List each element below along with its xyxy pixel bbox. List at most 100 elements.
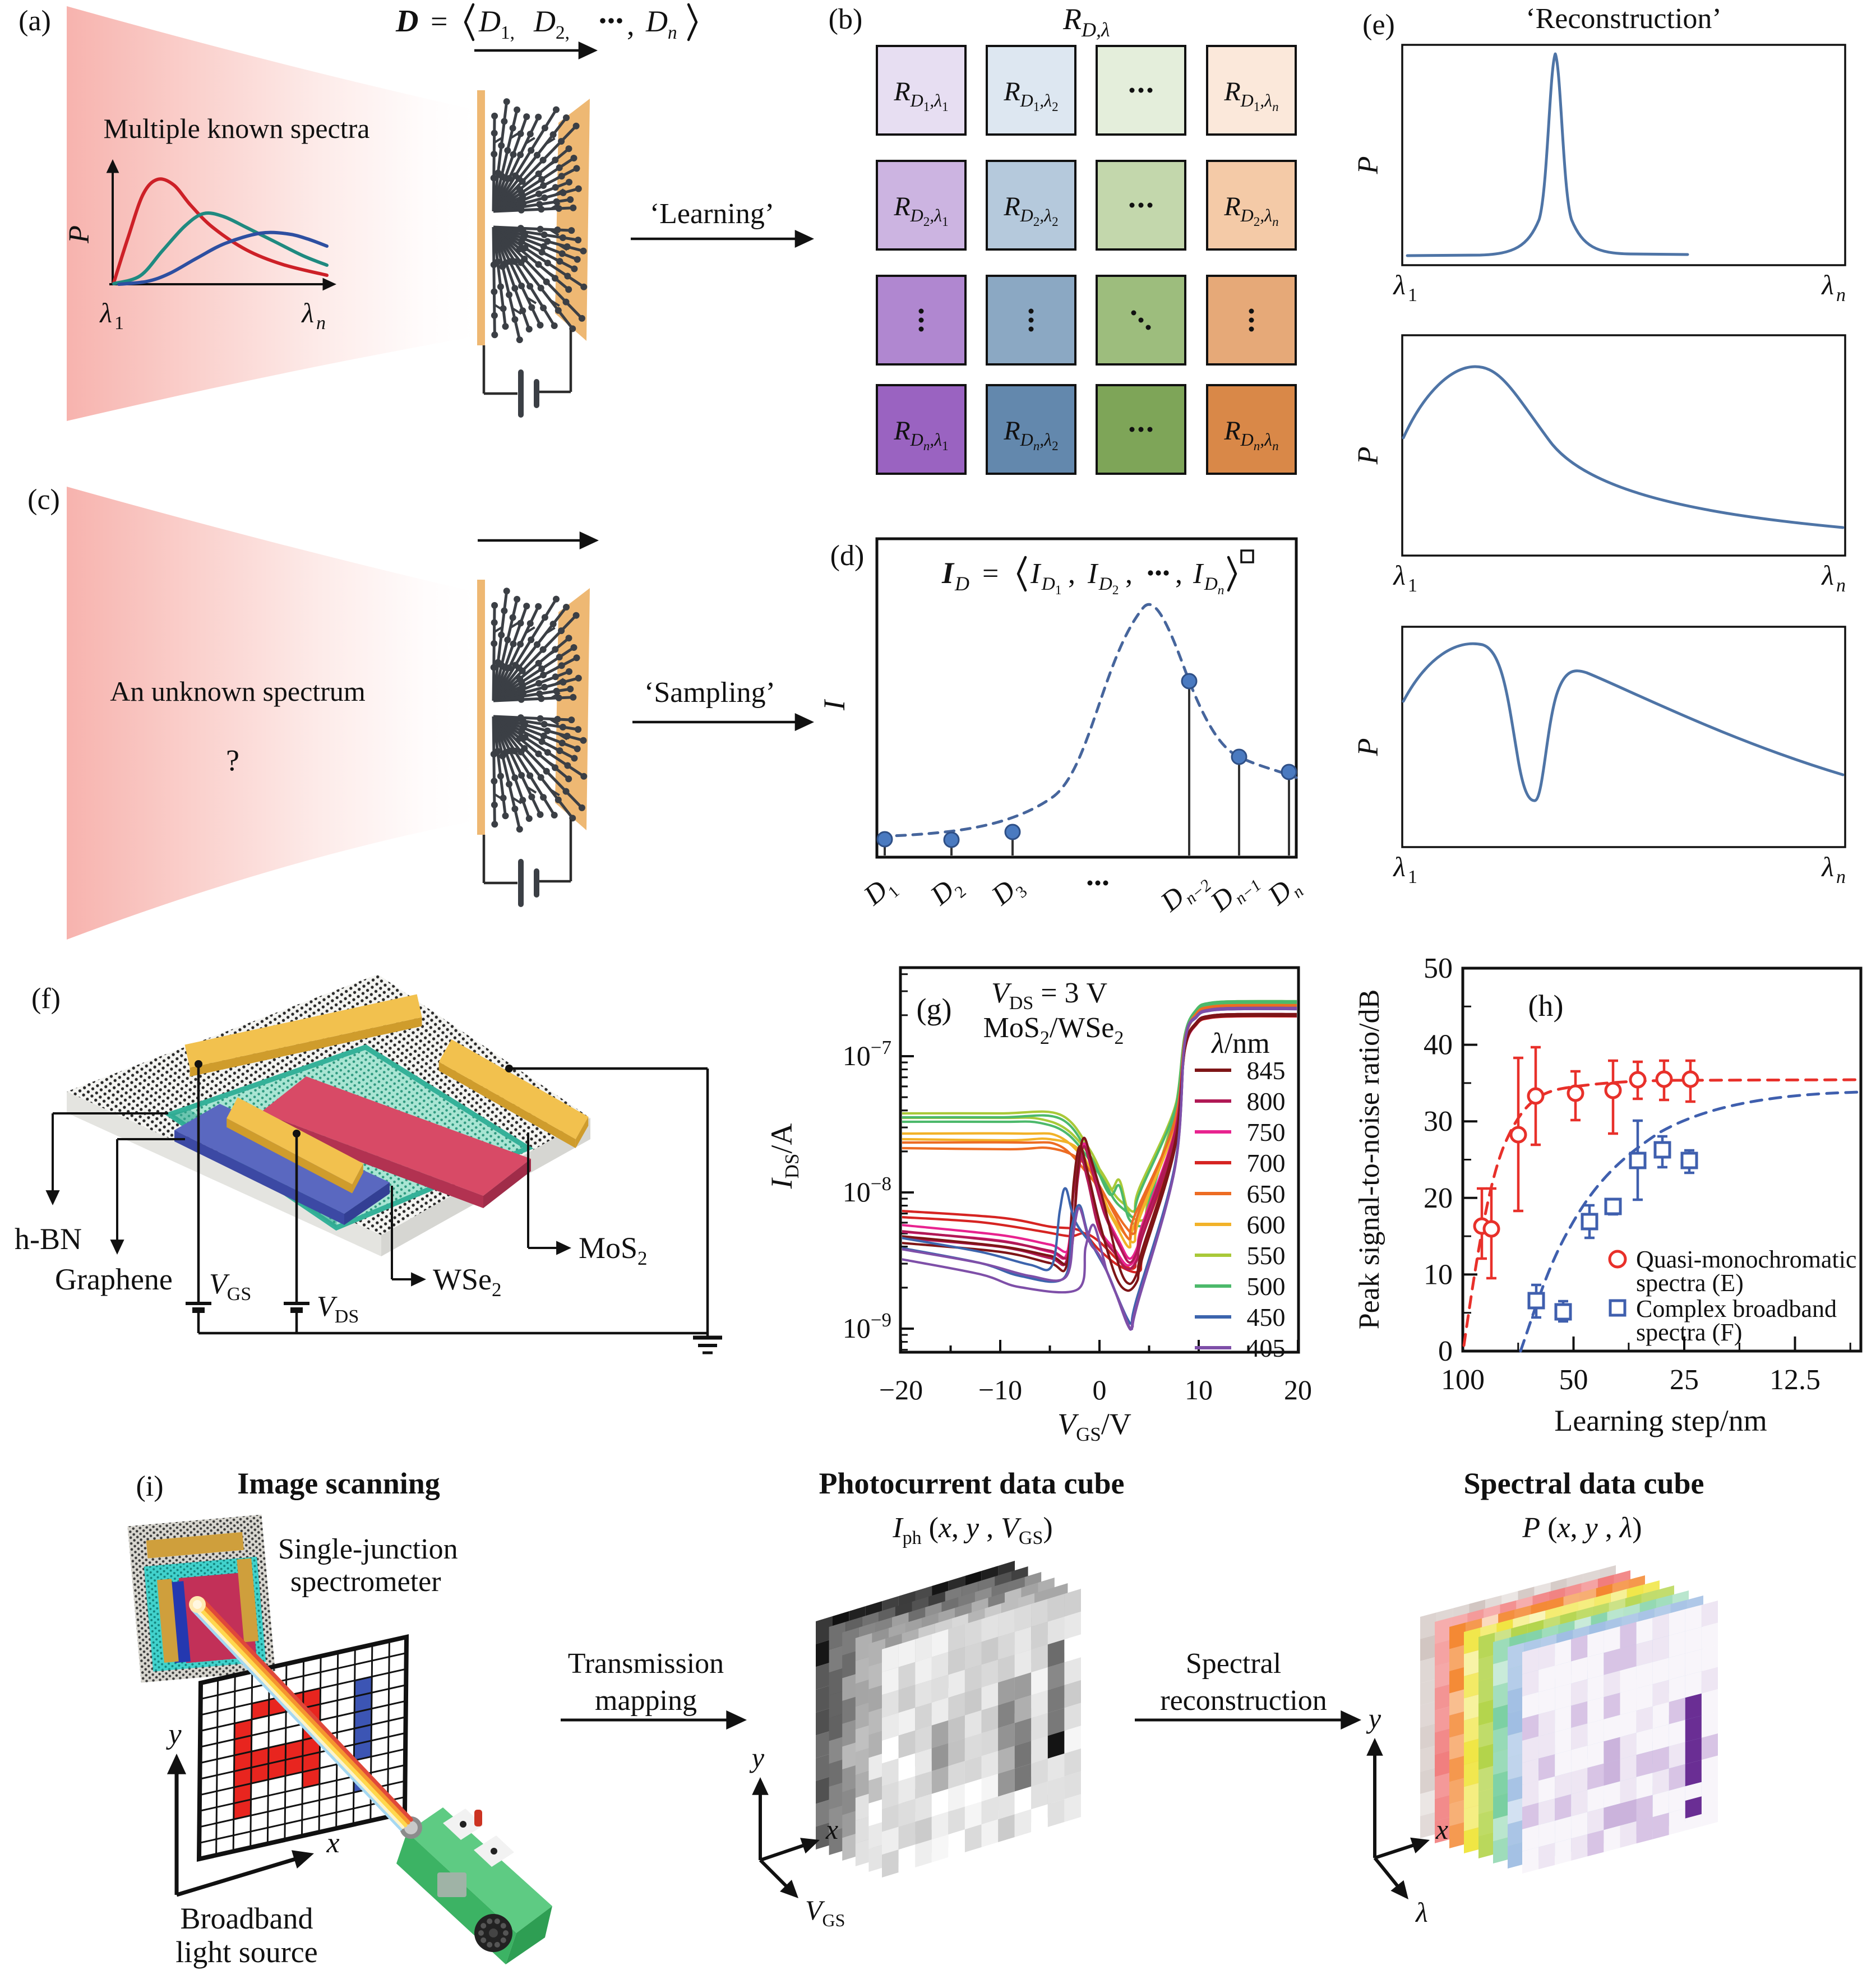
svg-text:Graphene: Graphene bbox=[55, 1263, 173, 1296]
svg-text:λ: λ bbox=[1820, 269, 1834, 300]
svg-text:50: 50 bbox=[1424, 952, 1453, 984]
svg-text:40: 40 bbox=[1424, 1029, 1453, 1061]
svg-text:VGS: VGS bbox=[209, 1268, 251, 1305]
svg-text:0: 0 bbox=[1093, 1374, 1107, 1405]
svg-text:Quasi-monochromatic: Quasi-monochromatic bbox=[1636, 1246, 1856, 1273]
svg-text:D: D bbox=[533, 4, 556, 38]
svg-text:D: D bbox=[395, 4, 418, 39]
svg-text:light source: light source bbox=[175, 1935, 317, 1969]
svg-text:20: 20 bbox=[1424, 1182, 1453, 1214]
svg-text:(g): (g) bbox=[917, 992, 952, 1026]
svg-text:10−7: 10−7 bbox=[843, 1037, 891, 1071]
svg-text:(e): (e) bbox=[1362, 9, 1395, 41]
svg-text:100: 100 bbox=[1441, 1364, 1485, 1396]
svg-text:λ: λ bbox=[301, 297, 314, 329]
svg-text:n: n bbox=[1836, 285, 1846, 306]
svg-text:P: P bbox=[1352, 156, 1384, 175]
svg-text:(d): (d) bbox=[830, 540, 865, 572]
svg-text:y: y bbox=[165, 1718, 182, 1750]
svg-text:reconstruction: reconstruction bbox=[1160, 1685, 1327, 1717]
svg-text:1: 1 bbox=[114, 313, 124, 334]
svg-text:spectra (E): spectra (E) bbox=[1636, 1269, 1744, 1297]
svg-text:D: D bbox=[478, 4, 501, 38]
svg-text:,: , bbox=[1175, 558, 1182, 590]
svg-text:λ: λ bbox=[1392, 269, 1406, 300]
svg-text:20: 20 bbox=[1284, 1374, 1312, 1405]
svg-text:n: n bbox=[1836, 867, 1846, 887]
svg-text:=: = bbox=[982, 558, 999, 590]
svg-text:λ: λ bbox=[99, 297, 112, 329]
svg-text:1: 1 bbox=[1408, 867, 1417, 887]
svg-text:‘Reconstruction’: ‘Reconstruction’ bbox=[1526, 3, 1721, 35]
svg-text:Broadband: Broadband bbox=[181, 1902, 313, 1935]
svg-text:2,: 2, bbox=[556, 22, 570, 43]
svg-text:λ/nm: λ/nm bbox=[1210, 1028, 1269, 1060]
svg-text:2: 2 bbox=[1112, 583, 1119, 598]
svg-text:550: 550 bbox=[1247, 1241, 1286, 1270]
svg-text:Iph (x, y , VGS): Iph (x, y , VGS) bbox=[892, 1512, 1052, 1548]
svg-text:−20: −20 bbox=[879, 1374, 923, 1405]
svg-text:λ: λ bbox=[1415, 1897, 1428, 1928]
svg-text:,: , bbox=[1068, 558, 1075, 590]
svg-text:1: 1 bbox=[1055, 583, 1062, 598]
svg-text:‘Sampling’: ‘Sampling’ bbox=[644, 677, 775, 709]
svg-text:0: 0 bbox=[1438, 1335, 1453, 1367]
svg-text:(f): (f) bbox=[31, 983, 61, 1015]
svg-text:750: 750 bbox=[1247, 1118, 1286, 1146]
svg-text:12.5: 12.5 bbox=[1769, 1364, 1820, 1396]
svg-text:MoS2/WSe2: MoS2/WSe2 bbox=[983, 1012, 1124, 1048]
svg-text:λ: λ bbox=[1392, 851, 1406, 882]
svg-text:I: I bbox=[1030, 558, 1042, 590]
svg-text:P: P bbox=[1352, 738, 1384, 757]
svg-text:Multiple known spectra: Multiple known spectra bbox=[104, 113, 370, 144]
svg-text:1,: 1, bbox=[501, 22, 515, 43]
svg-text:?: ? bbox=[226, 743, 239, 777]
svg-text:Spectral data cube: Spectral data cube bbox=[1464, 1467, 1704, 1500]
svg-text:700: 700 bbox=[1247, 1149, 1286, 1177]
svg-text:VGS: VGS bbox=[805, 1894, 845, 1930]
svg-text:I: I bbox=[817, 699, 851, 711]
svg-text:VDS = 3 V: VDS = 3 V bbox=[991, 977, 1107, 1014]
svg-text:−10: −10 bbox=[978, 1374, 1022, 1405]
svg-text:(i): (i) bbox=[136, 1470, 163, 1502]
svg-text:(a): (a) bbox=[19, 5, 51, 37]
svg-text:n: n bbox=[1218, 583, 1225, 598]
svg-text:25: 25 bbox=[1670, 1364, 1699, 1396]
svg-text:y: y bbox=[749, 1742, 765, 1773]
svg-text:VGS/V: VGS/V bbox=[1057, 1407, 1131, 1445]
svg-text:10: 10 bbox=[1185, 1374, 1213, 1405]
svg-text:D: D bbox=[954, 572, 969, 595]
svg-text:(h): (h) bbox=[1528, 989, 1564, 1023]
svg-text:I: I bbox=[1193, 558, 1204, 590]
svg-text:WSe2: WSe2 bbox=[433, 1263, 501, 1301]
svg-text:P: P bbox=[63, 225, 95, 244]
svg-text:Single-junction: Single-junction bbox=[278, 1533, 458, 1565]
svg-text:450: 450 bbox=[1247, 1303, 1286, 1331]
svg-text:1: 1 bbox=[1408, 575, 1417, 596]
svg-text:500: 500 bbox=[1247, 1272, 1286, 1301]
svg-text:x: x bbox=[1435, 1814, 1448, 1845]
svg-text:spectrometer: spectrometer bbox=[290, 1566, 441, 1598]
svg-text:x: x bbox=[326, 1827, 339, 1859]
svg-text:405: 405 bbox=[1247, 1334, 1286, 1362]
svg-text:λ: λ bbox=[1820, 559, 1834, 591]
svg-text:‘Learning’: ‘Learning’ bbox=[650, 198, 774, 230]
svg-text:=: = bbox=[431, 4, 447, 38]
svg-text:I: I bbox=[1087, 558, 1099, 590]
svg-text:An unknown spectrum: An unknown spectrum bbox=[110, 676, 366, 707]
svg-text:Photocurrent data cube: Photocurrent data cube bbox=[819, 1467, 1125, 1500]
svg-text:Peak signal-to-noise ratio/dB: Peak signal-to-noise ratio/dB bbox=[1353, 989, 1385, 1330]
svg-text:(c): (c) bbox=[27, 484, 60, 516]
svg-text:h-BN: h-BN bbox=[15, 1222, 82, 1256]
svg-text:MoS2: MoS2 bbox=[579, 1231, 648, 1269]
svg-text:spectra (F): spectra (F) bbox=[1636, 1319, 1742, 1346]
svg-text:800: 800 bbox=[1247, 1087, 1286, 1116]
svg-text:D: D bbox=[1098, 574, 1112, 594]
svg-text:Image scanning: Image scanning bbox=[237, 1467, 440, 1500]
svg-text:λ: λ bbox=[1392, 559, 1406, 591]
svg-text:650: 650 bbox=[1247, 1180, 1286, 1208]
svg-text:n: n bbox=[668, 22, 677, 43]
svg-text:1: 1 bbox=[1408, 285, 1417, 306]
svg-text:I: I bbox=[941, 556, 955, 590]
svg-text:n: n bbox=[316, 313, 326, 334]
